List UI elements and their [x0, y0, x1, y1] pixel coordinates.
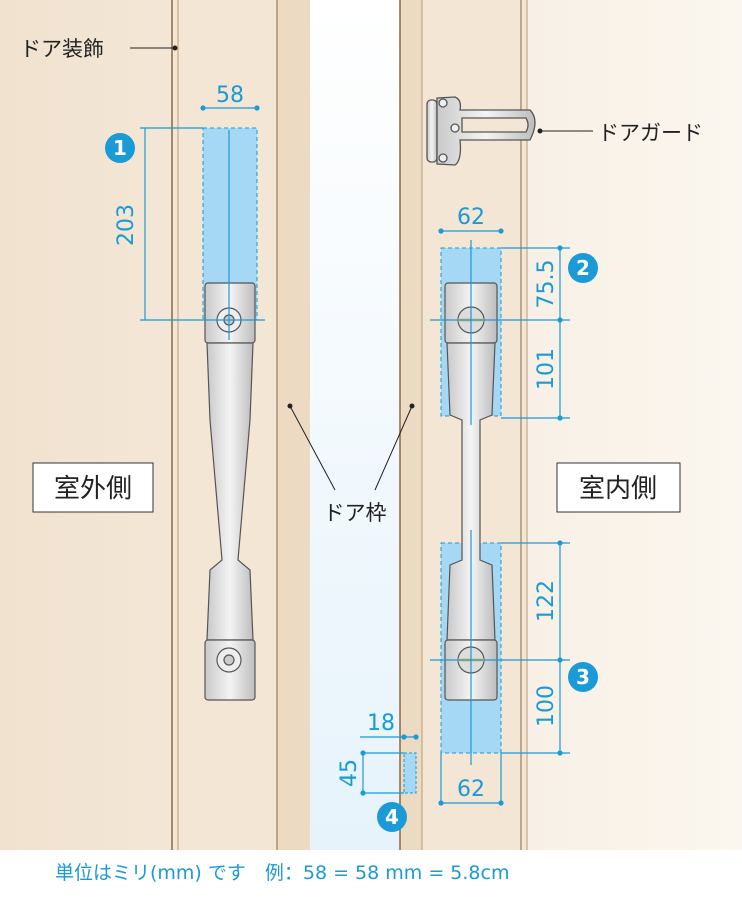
dim-1-width: 58: [216, 83, 244, 108]
dim-3-bottom: 100: [534, 685, 559, 727]
indoor-side-label: 室内側: [579, 474, 657, 504]
door-guard-label: ドアガード: [598, 121, 703, 145]
door-frame-leader-left: [289, 405, 336, 491]
outdoor-side-label: 室外側: [54, 474, 132, 504]
dim-2-width: 62: [457, 205, 485, 230]
dim-3-top: 122: [534, 580, 559, 622]
outdoor-handle: [204, 282, 256, 701]
dim-2-top: 75.5: [534, 260, 559, 309]
unit-footnote: 単位はミリ(mm) です 例：58 = 58 mm = 5.8cm: [55, 862, 509, 884]
dim-4-width: 18: [367, 711, 395, 736]
dim-3-width: 62: [457, 777, 485, 802]
door-frame-leader-right: [374, 405, 413, 491]
dim-4-height: 45: [337, 759, 362, 787]
marker-2: 2: [568, 253, 598, 283]
svg-text:3: 3: [576, 665, 590, 689]
marker-4: 4: [377, 802, 407, 832]
indoor-side-box: [556, 462, 681, 513]
svg-text:2: 2: [576, 256, 590, 280]
marker-3: 3: [568, 662, 598, 692]
zone-4: [403, 752, 417, 794]
dimension-lines: [140, 105, 570, 806]
svg-text:4: 4: [385, 805, 399, 829]
marker-1: 1: [105, 133, 135, 163]
dim-2-bottom: 101: [534, 348, 559, 390]
outdoor-side-box: [32, 462, 154, 513]
outdoor-door: [171, 0, 310, 850]
svg-text:1: 1: [113, 136, 127, 160]
door-frame-label: ドア枠: [324, 501, 387, 525]
door-guard-illustration: [426, 96, 536, 166]
door-gap: [310, 0, 400, 850]
dim-1-height: 203: [114, 204, 139, 246]
door-decoration-label: ドア装飾: [20, 37, 104, 61]
